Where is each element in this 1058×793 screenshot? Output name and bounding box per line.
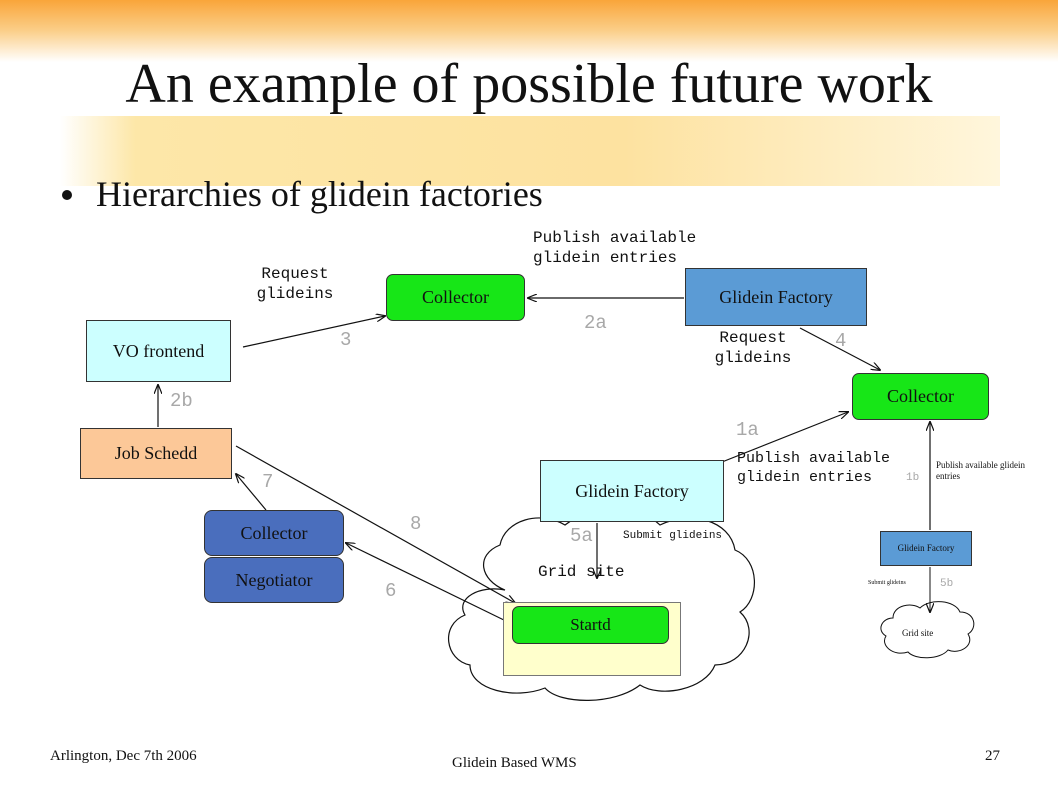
bullet-dot-icon (62, 189, 72, 200)
collector-negotiator-collector-node: Collector (204, 510, 344, 556)
step-5a: 5a (570, 525, 593, 547)
collector-right-node: Collector (852, 373, 989, 420)
step-2a: 2a (584, 312, 607, 334)
step-6: 6 (385, 580, 397, 602)
footer-page-number: 27 (985, 748, 1000, 764)
title-band (60, 116, 1000, 186)
glidein-factory-mid-node: Glidein Factory (540, 460, 724, 522)
request-glideins-left-label: Request glideins (256, 265, 334, 303)
grid-site-small-label: Grid site (902, 628, 934, 638)
step-2b: 2b (170, 390, 193, 412)
footer-date: Arlington, Dec 7th 2006 (50, 748, 197, 764)
grid-site-cloud-small (880, 601, 975, 659)
publish-top-label: Publish available glidein entries (533, 229, 697, 267)
job-schedd-node: Job Schedd (80, 428, 232, 479)
step-8: 8 (410, 513, 422, 535)
submit-glideins-label: Submit glideins (623, 530, 723, 542)
step-5b: 5b (940, 578, 954, 590)
step-1a: 1a (736, 419, 759, 441)
vo-frontend-node: VO frontend (86, 320, 231, 382)
step-1b: 1b (906, 472, 920, 484)
slide-title: An example of possible future work (125, 53, 933, 115)
collector-top-node: Collector (386, 274, 525, 321)
step-7: 7 (262, 471, 274, 493)
footer-center: Glidein Based WMS (452, 755, 577, 771)
request-glideins-right-label: Request glideins (714, 329, 792, 367)
step-3: 3 (340, 329, 352, 351)
glidein-factory-top-node: Glidein Factory (685, 268, 867, 326)
step-4: 4 (835, 330, 847, 352)
bullet-text: Hierarchies of glidein factories (96, 174, 543, 214)
glidein-factory-small-node: Glidein Factory (880, 531, 972, 566)
negotiator-node: Negotiator (204, 557, 344, 603)
grid-site-label: Grid site (538, 563, 625, 581)
publish-small-label: Publish available glidein entries (936, 460, 1025, 481)
submit-glideins-small-label: Submit glideins (868, 580, 906, 586)
startd-node: Startd (512, 606, 669, 644)
bullet-item: Hierarchies of glidein factories (62, 176, 543, 212)
publish-mid-label: Publish available glidein entries (737, 450, 891, 486)
header-gradient-bar (0, 0, 1058, 62)
